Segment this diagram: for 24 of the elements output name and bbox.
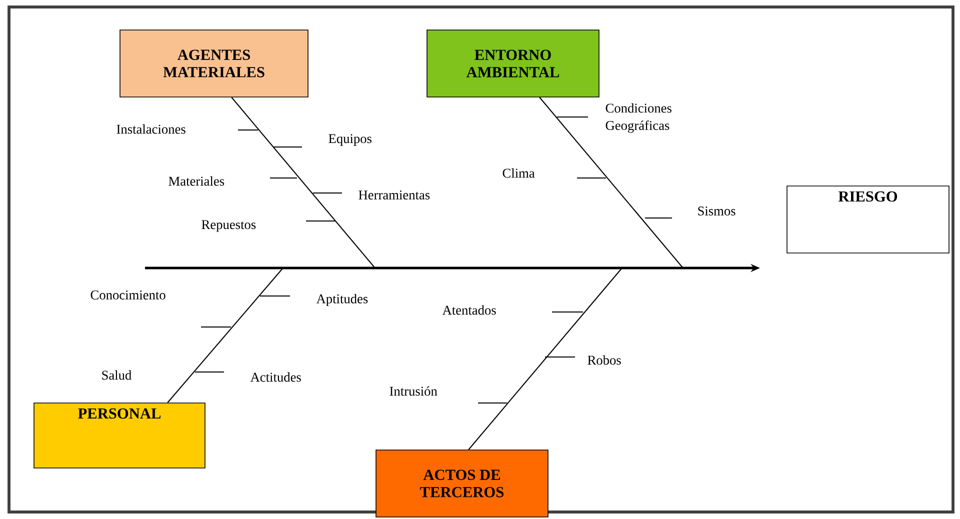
- cause-label: Actitudes: [250, 372, 301, 382]
- cause-label: Clima: [502, 168, 535, 178]
- cause-label: Instalaciones: [116, 124, 186, 134]
- cause-label: Atentados: [442, 305, 496, 315]
- category-box: AGENTES MATERIALES: [120, 30, 308, 98]
- bone-line: [231, 97, 376, 268]
- cause-label: Repuestos: [202, 220, 256, 232]
- cause-label: Condiciones Geográficas: [606, 103, 672, 133]
- bone-line: [167, 268, 284, 403]
- bone-line: [539, 97, 684, 268]
- category-box: ENTORNO AMBIENTAL: [426, 30, 600, 98]
- cause-label: Aptitudes: [316, 294, 368, 306]
- cause-label: Herramientas: [358, 190, 430, 200]
- cause-label: Robos: [588, 355, 621, 365]
- result-box: RIESGO: [786, 186, 950, 254]
- cause-label: Equipos: [328, 134, 372, 146]
- category-box: ACTOS DE TERCEROS: [376, 450, 548, 518]
- cause-label: Sismos: [698, 206, 736, 216]
- cause-label: Salud: [102, 370, 132, 380]
- category-box: PERSONAL: [34, 402, 206, 468]
- bone-line: [468, 268, 622, 450]
- cause-label: Conocimiento: [90, 290, 166, 300]
- cause-label: Intrusión: [390, 386, 438, 396]
- cause-label: Materiales: [168, 176, 224, 186]
